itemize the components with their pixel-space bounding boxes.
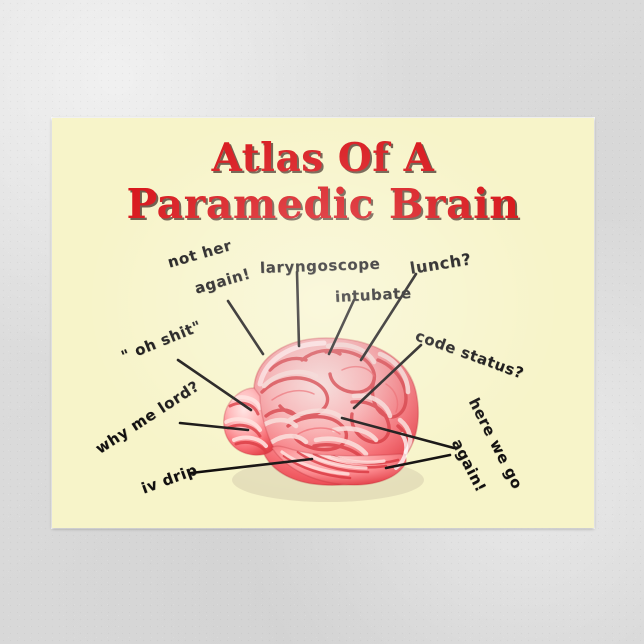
label-here-we-go-again: again! bbox=[447, 435, 491, 496]
brain-illustration bbox=[202, 330, 442, 505]
label-laryngoscope: laryngoscope bbox=[259, 254, 381, 277]
label-iv-drip: iv drip bbox=[138, 460, 200, 498]
label-lunch: lunch? bbox=[408, 249, 473, 278]
label-not-her: not her bbox=[165, 236, 234, 272]
page-title-line-1: Atlas Of A bbox=[211, 135, 435, 181]
postcard: Atlas Of A Paramedic Brain bbox=[52, 118, 594, 528]
label-intubate: intubate bbox=[334, 283, 413, 306]
label-why-me-lord: why me lord? bbox=[92, 377, 203, 458]
label-oh-shit: " oh shit" bbox=[118, 316, 205, 366]
page-title-line-2: Paramedic Brain bbox=[126, 180, 520, 228]
label-again: again! bbox=[192, 264, 253, 298]
